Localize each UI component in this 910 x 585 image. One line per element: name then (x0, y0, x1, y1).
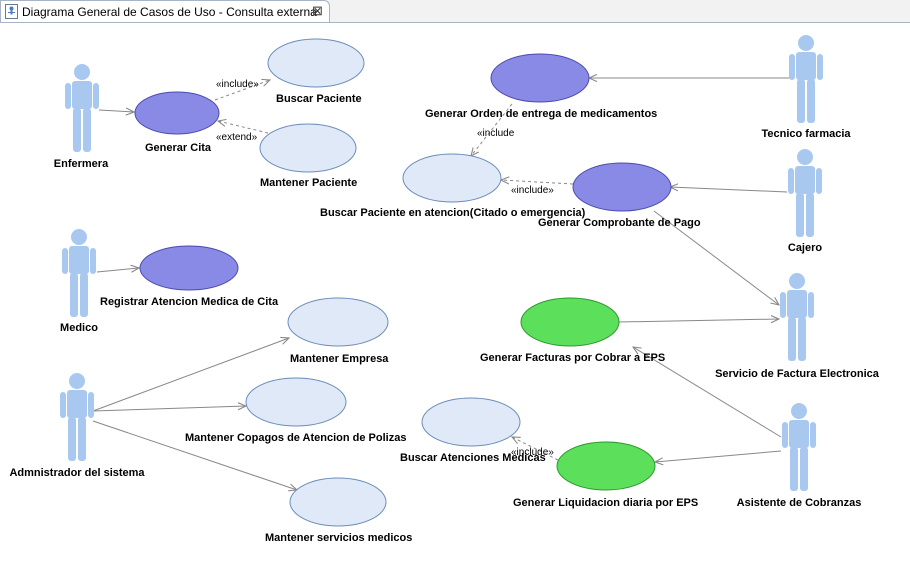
svg-text:Medico: Medico (60, 322, 98, 334)
actor-figure-icon (65, 64, 99, 152)
stereotype-include-label: «include» (511, 447, 554, 458)
svg-text:Generar Facturas por Cobrar a: Generar Facturas por Cobrar a EPS (480, 352, 665, 364)
usecase-buscar-atenciones[interactable]: Buscar Atenciones Medicas (400, 397, 546, 464)
assoc-medico-registrar (96, 268, 139, 272)
include-liquidacion-buscar-atenciones (512, 437, 559, 461)
assoc-comprobante-servicio (653, 210, 779, 305)
svg-text:Tecnico farmacia: Tecnico farmacia (761, 128, 851, 140)
svg-text:Admnistrador del sistema: Admnistrador del sistema (9, 467, 145, 479)
actor-figure-icon (782, 403, 816, 491)
actor-figure-icon (788, 149, 822, 237)
svg-text:Asistente de Cobranzas: Asistente de Cobranzas (737, 497, 862, 509)
usecase-mantener-paciente[interactable]: Mantener Paciente (259, 123, 357, 189)
actor-asistente-cobranzas[interactable]: Asistente de Cobranzas (737, 403, 862, 509)
svg-text:Mantener Empresa: Mantener Empresa (290, 353, 389, 365)
svg-text:Buscar Paciente en atencion(C: Buscar Paciente en atencion(Citado o eme… (320, 207, 586, 219)
usecase-mantener-servicios[interactable]: Mantener servicios medicos (265, 477, 412, 544)
include-generar-cita-buscar-paciente (214, 80, 270, 101)
usecase-buscar-paciente[interactable]: Buscar Paciente (267, 38, 365, 105)
include-orden-buscar-atencion (471, 103, 513, 156)
actor-cajero[interactable]: Cajero (788, 149, 823, 254)
editor-tab[interactable]: Diagrama General de Casos de Uso - Consu… (0, 0, 330, 22)
svg-text:Cajero: Cajero (788, 242, 823, 254)
usecase-mantener-copagos[interactable]: Mantener Copagos de Atencion de Polizas (185, 377, 406, 444)
close-icon[interactable]: ⊠ (312, 3, 323, 18)
svg-text:Generar Cita: Generar Cita (145, 142, 212, 154)
assoc-asistente-facturas (633, 347, 782, 438)
actor-figure-icon (789, 35, 823, 123)
usecase-generar-liquidacion[interactable]: Generar Liquidacion diaria por EPS (513, 441, 698, 509)
assoc-cajero-comprobante (670, 187, 788, 193)
svg-text:Buscar Paciente: Buscar Paciente (276, 93, 362, 105)
actor-tecnico-farmacia[interactable]: Tecnico farmacia (761, 35, 851, 140)
svg-text:Mantener Paciente: Mantener Paciente (260, 177, 357, 189)
assoc-facturas-servicio (618, 319, 779, 322)
stereotype-include-label: «include» (511, 185, 554, 196)
actor-figure-icon (62, 229, 96, 317)
actor-enfermera[interactable]: Enfermera (54, 64, 109, 170)
svg-text:Registrar Atencion Medica de C: Registrar Atencion Medica de Cita (100, 296, 279, 308)
svg-text:Servicio de Factura Electronic: Servicio de Factura Electronica (715, 368, 880, 380)
usecase-generar-facturas[interactable]: Generar Facturas por Cobrar a EPS (480, 297, 665, 364)
assoc-admin-mantener-servicios (92, 420, 297, 490)
svg-text:Generar Orden de entrega de me: Generar Orden de entrega de medicamentos (425, 108, 657, 120)
usecase-buscar-paciente-atencion[interactable]: Buscar Paciente en atencion(Citado o eme… (320, 153, 586, 219)
assoc-admin-mantener-copagos (92, 406, 246, 412)
svg-text:Enfermera: Enfermera (54, 158, 109, 170)
actor-servicio-factura[interactable]: Servicio de Factura Electronica (715, 273, 880, 380)
usecase-generar-orden[interactable]: Generar Orden de entrega de medicamentos (425, 53, 657, 120)
usecase-mantener-empresa[interactable]: Mantener Empresa (287, 297, 389, 365)
svg-text:Generar Comprobante de Pago: Generar Comprobante de Pago (538, 217, 701, 229)
stereotype-include-label: «include» (216, 79, 259, 90)
usecase-generar-comprobante[interactable]: Generar Comprobante de Pago (538, 162, 701, 229)
assoc-enfermera-generar-cita (98, 110, 134, 112)
tab-title: Diagrama General de Casos de Uso - Consu… (22, 5, 317, 19)
include-comprobante-buscar-atencion (501, 180, 574, 184)
svg-text:Mantener Copagos de Atencion d: Mantener Copagos de Atencion de Polizas (185, 432, 406, 444)
usecase-generar-cita[interactable]: Generar Cita (134, 91, 220, 154)
svg-text:Mantener servicios medicos: Mantener servicios medicos (265, 532, 412, 544)
extend-mantener-paciente-generar-cita (218, 121, 269, 134)
editor-tab-bar: Diagrama General de Casos de Uso - Consu… (0, 0, 910, 23)
diagram-canvas: Generar Cita Buscar Paciente Mantener Pa… (0, 23, 910, 580)
svg-text:Buscar Atenciones Medicas: Buscar Atenciones Medicas (400, 452, 546, 464)
stereotype-include-label: «include (477, 128, 515, 139)
stereotype-extend-label: «extend» (216, 132, 258, 143)
diagram-file-icon (5, 4, 18, 19)
use-case-diagram: Generar Cita Buscar Paciente Mantener Pa… (9, 35, 880, 544)
assoc-admin-mantener-empresa (92, 338, 289, 412)
actor-administrador[interactable]: Admnistrador del sistema (9, 373, 145, 479)
svg-text:Generar Liquidacion diaria po: Generar Liquidacion diaria por EPS (513, 497, 698, 509)
actor-figure-icon (60, 373, 94, 461)
assoc-asistente-liquidacion (655, 450, 782, 462)
actor-medico[interactable]: Medico (60, 229, 98, 334)
actor-figure-icon (780, 273, 814, 361)
usecase-registrar-atencion[interactable]: Registrar Atencion Medica de Cita (100, 245, 279, 308)
